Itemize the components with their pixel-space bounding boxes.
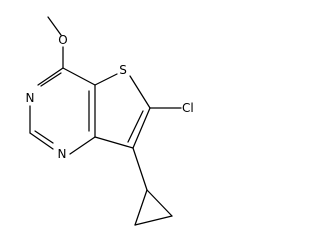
bond-c2-n1-inner	[34, 130, 54, 144]
bond-c4-n3-inner	[40, 72, 62, 87]
bond-cyclopropyl-a	[134, 189, 148, 226]
nitrogen-top-label: N	[26, 91, 35, 105]
bond-cyclopropyl-c	[134, 215, 173, 226]
oxygen-label: O	[58, 33, 67, 47]
bond-s-c6	[129, 75, 151, 109]
bond-c4a-s	[94, 73, 118, 86]
bond-c7-cyclopropyl	[132, 147, 148, 191]
bond-c6-c7	[132, 107, 151, 149]
bond-c4-n3	[37, 67, 64, 86]
bond-c2-n1	[29, 132, 54, 150]
chlorine-label: Cl	[182, 101, 194, 115]
bond-cyclopropyl-b	[146, 189, 173, 217]
nitrogen-bottom-label: N	[58, 147, 67, 161]
bond-n1-c7a	[69, 136, 96, 155]
bond-c6-c7-inner	[127, 110, 144, 143]
bond-methyl-oxygen	[47, 16, 62, 36]
sulfur-label: S	[119, 63, 127, 77]
chemical-structure-diagram: O S Cl N N	[26, 16, 194, 226]
bond-c4a-c4	[62, 67, 96, 86]
bond-c7-c7a	[94, 136, 134, 149]
